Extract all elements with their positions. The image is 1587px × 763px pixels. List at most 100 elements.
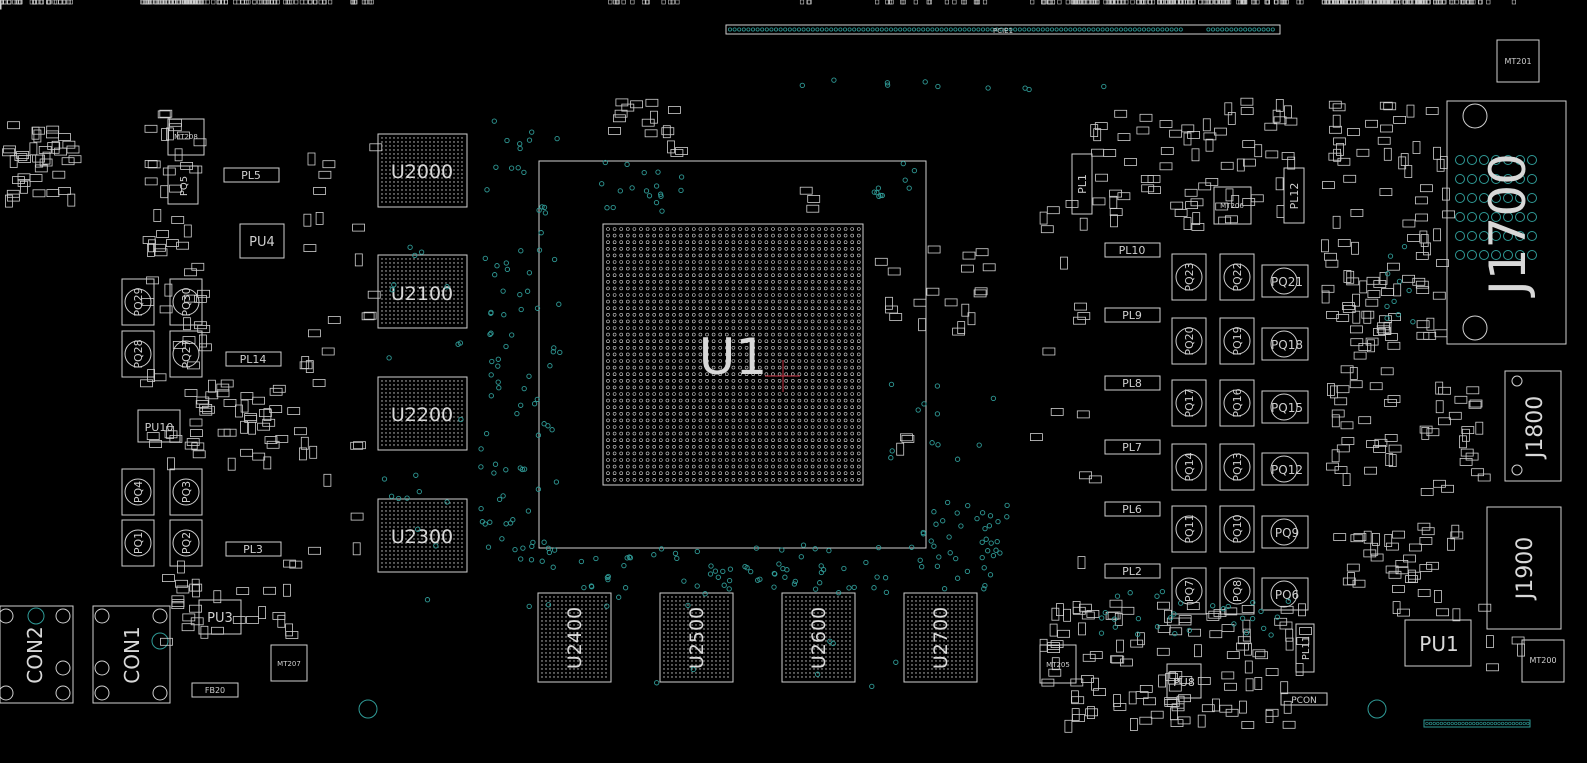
bga-ball [705,273,709,278]
memory-ball [605,628,607,630]
bga-ball [731,444,736,449]
memory-ball [557,660,559,662]
memory-ball [605,596,607,598]
memory-ball [605,600,607,602]
memory-ball [461,173,463,175]
memory-ball [955,604,957,606]
memory-ball [437,444,439,446]
inductor-label: PL3 [243,543,263,556]
passive-component [0,0,249,434]
memory-ball [417,318,419,320]
memory-ball [433,270,435,272]
inductor-label: PL7 [1122,441,1142,454]
memory-ball [797,616,799,618]
bga-ball [856,425,861,429]
bga-ball [691,319,696,324]
memory-ball [389,558,391,560]
passive-component [0,0,162,222]
memory-ball [453,444,455,446]
passive-component [0,0,246,624]
passive-component [0,0,291,597]
memory-ball [927,644,929,646]
memory-ball [801,656,803,658]
bga-ball [804,286,808,291]
memory-ball [667,616,669,618]
connector-pin [852,27,857,32]
memory-ball [727,664,729,666]
connector-pin [1031,27,1036,32]
bga-ball [665,431,670,436]
bga-ball [672,266,676,271]
bga-ball [665,458,670,462]
memory-ball [449,145,451,147]
bga-ball [639,247,643,251]
bga-ball [790,326,795,330]
memory-ball [413,298,415,300]
memory-ball [549,632,551,634]
mosfet: PQ16 [1219,379,1255,427]
bga-ball [645,233,650,238]
memory-ball [413,380,415,382]
memory-ball [797,664,799,666]
memory-ball [421,550,423,552]
memory-ball [441,193,443,195]
bga-ball [738,306,742,311]
memory-ball [545,656,547,658]
misc-part: FB20 [191,682,239,698]
memory-ball [671,600,673,602]
memory-ball [549,600,551,602]
bga-ball [632,425,637,429]
memory-ball [549,620,551,622]
bga-ball [612,273,617,278]
memory-ball [401,380,403,382]
memory-ball [433,432,435,434]
memory-ball [385,290,387,292]
bga-ball [810,339,815,344]
bga-ball [619,279,624,284]
memory-ball [441,404,443,406]
memory-ball [589,664,591,666]
memory-ball [401,440,403,442]
memory-ball [389,522,391,524]
bga-ball [856,312,861,317]
bga-ball [744,345,749,350]
bga-ball [632,471,637,476]
memory-ball [385,173,387,175]
bga-ball [718,411,723,416]
bga-ball [711,372,716,377]
passive-component [0,0,1284,112]
memory-ball [711,640,713,642]
bga-ball [652,431,657,436]
memory-ball [453,193,455,195]
bga-ball [705,471,709,476]
memory-ball [461,518,463,520]
memory-ball [789,652,791,654]
connector-pin [1036,27,1041,32]
memory-ball [837,616,839,618]
bga-ball [606,266,610,271]
memory-ball [927,668,929,670]
memory-ball [409,302,411,304]
memory-ball [667,604,669,606]
mosfet: PQ21 [1261,264,1309,298]
bga-ball [856,477,861,482]
memory-ball [971,632,973,634]
memory-ball [437,137,439,139]
bga-ball [619,326,624,330]
memory-ball [837,596,839,598]
bga-ball [784,365,789,370]
passive-component [0,0,1153,122]
memory-ball [557,640,559,642]
memory-ball [663,628,665,630]
memory-ball [461,526,463,528]
memory-ball [457,157,459,159]
memory-ball [919,596,921,598]
bga-ball [606,451,610,456]
memory-ball [915,668,917,670]
memory-ball [381,302,383,304]
memory-ball [453,302,455,304]
memory-ball [927,596,929,598]
bga-ball [744,365,749,370]
memory-ball [433,181,435,183]
bga-ball [711,385,716,390]
